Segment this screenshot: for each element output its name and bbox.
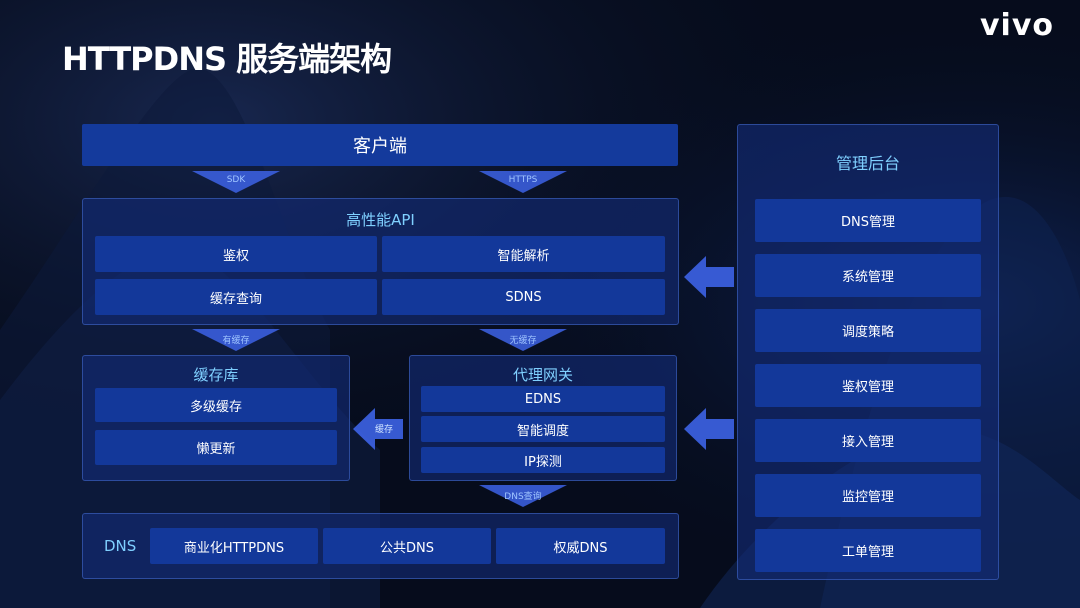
cache-db-title: 缓存库 <box>193 366 239 384</box>
uncached-arrow: 无缓存 <box>479 329 567 351</box>
api-item-smart-resolve: 智能解析 <box>382 236 665 272</box>
dns-item-authoritative-dns: 权威DNS <box>496 528 665 564</box>
dns-query-arrow: DNS查询 <box>479 485 567 507</box>
dns-item-public-dns: 公共DNS <box>323 528 491 564</box>
proxy-item-edns: EDNS <box>421 386 665 412</box>
proxy-item-ip-probe: IP探测 <box>421 447 665 473</box>
admin-to-api-arrow <box>684 254 734 300</box>
admin-item-ticket-management: 工单管理 <box>755 529 981 572</box>
api-panel-title: 高性能API <box>346 211 415 229</box>
uncached-arrow-label: 无缓存 <box>509 336 537 346</box>
cache-db-item-lazy-update: 懒更新 <box>95 430 337 465</box>
sdk-arrow: SDK <box>192 171 280 193</box>
cache-arrow: 缓存 <box>353 406 403 452</box>
dns-item-commercial-httpdns: 商业化HTTPDNS <box>150 528 318 564</box>
down-arrow-icon <box>479 485 567 507</box>
admin-item-system-management: 系统管理 <box>755 254 981 297</box>
proxy-panel-title: 代理网关 <box>512 366 573 384</box>
api-item-auth: 鉴权 <box>95 236 377 272</box>
left-arrow-icon <box>684 408 734 450</box>
sdk-arrow-label: SDK <box>226 175 246 185</box>
admin-panel-title: 管理后台 <box>835 154 900 173</box>
admin-item-access-management: 接入管理 <box>755 419 981 462</box>
https-arrow-label: HTTPS <box>508 175 538 185</box>
dns-query-arrow-label: DNS查询 <box>504 492 542 502</box>
api-item-cache-query: 缓存查询 <box>95 279 377 315</box>
left-arrow-icon <box>353 408 403 450</box>
cache-db-item-multilevel: 多级缓存 <box>95 388 337 422</box>
cached-arrow: 有缓存 <box>192 329 280 351</box>
dns-label: DNS <box>104 537 137 555</box>
down-arrow-icon <box>479 329 567 351</box>
cache-arrow-label: 缓存 <box>374 425 393 435</box>
client-bar: 客户端 <box>82 124 678 166</box>
api-item-sdns: SDNS <box>382 279 665 315</box>
admin-item-monitor-management: 监控管理 <box>755 474 981 517</box>
down-arrow-icon <box>192 329 280 351</box>
vivo-logo: vivo <box>980 8 1055 43</box>
left-arrow-icon <box>684 256 734 298</box>
proxy-item-smart-schedule: 智能调度 <box>421 416 665 442</box>
page-title: HTTPDNS 服务端架构 <box>62 40 392 78</box>
down-arrow-icon <box>479 171 567 193</box>
admin-item-auth-management: 鉴权管理 <box>755 364 981 407</box>
https-arrow: HTTPS <box>479 171 567 193</box>
admin-item-dns-management: DNS管理 <box>755 199 981 242</box>
admin-to-proxy-arrow <box>684 406 734 452</box>
admin-item-scheduling-policy: 调度策略 <box>755 309 981 352</box>
down-arrow-icon <box>192 171 280 193</box>
cached-arrow-label: 有缓存 <box>222 336 250 346</box>
